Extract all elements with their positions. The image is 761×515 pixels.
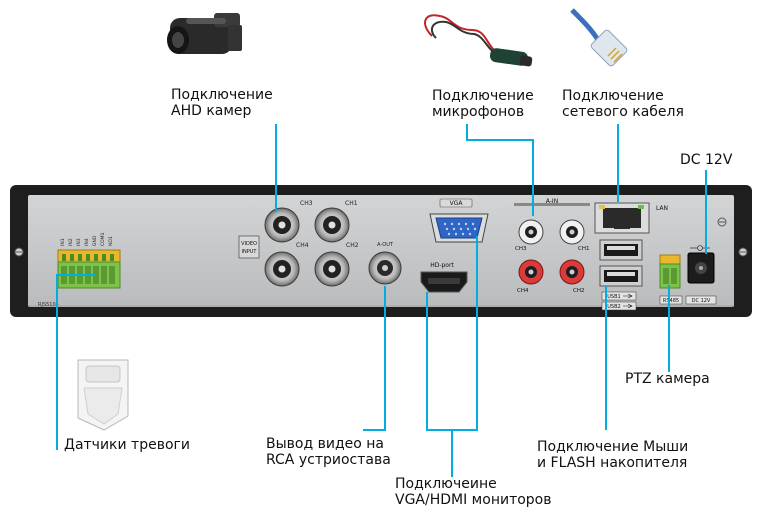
- alarm-pin-label: IN2: [68, 238, 74, 246]
- callout-ptz-line-1: PTZ камера: [625, 371, 710, 387]
- dc-panel-label: DC 12V: [692, 298, 711, 304]
- callout-ahd-line-2: AHD камер: [171, 103, 252, 119]
- screw-icon: [738, 247, 748, 257]
- vga-label: VGA: [450, 200, 464, 207]
- callout-vga-hdmi-monitors: Подключеине VGA/HDMI мониторов: [395, 476, 552, 508]
- callout-mic-line-1: Подключение: [432, 88, 534, 104]
- hd-port-label: HD-port: [430, 262, 454, 269]
- motion-sensor-icon: [77, 359, 129, 431]
- model-label: RJS5104: [38, 302, 59, 308]
- usb-icon: [623, 293, 633, 299]
- callout-dc-line-1: DC 12V: [680, 152, 733, 168]
- callout-rca-line-1: Вывод видео на: [266, 436, 384, 452]
- usb2-label: USB2: [607, 304, 620, 310]
- vga-port[interactable]: [429, 198, 489, 243]
- callout-alarm-sensors: Датчики тревоги: [64, 437, 190, 453]
- usb-port-2[interactable]: [599, 265, 643, 287]
- rs485-terminal[interactable]: [659, 254, 681, 289]
- alarm-pin-label: COM1: [100, 232, 106, 246]
- alarm-pin-label: GND: [92, 235, 98, 246]
- alarm-pin-label: IN4: [84, 238, 90, 246]
- callout-usb-line-1: Подключение Мыши: [537, 439, 689, 455]
- callout-rca-output: Вывод видео на RCA устриостава: [266, 436, 391, 468]
- bnc-connector-ch4[interactable]: [264, 251, 300, 287]
- video-input-label: VIDEO INPUT: [238, 235, 260, 259]
- alarm-pin-label: IN3: [76, 238, 82, 246]
- a-in-label: A-IN: [546, 198, 558, 205]
- audio-input-ch4-jack[interactable]: [518, 259, 544, 285]
- bnc-connector-ch1[interactable]: [314, 207, 350, 243]
- network-cable-icon: [570, 8, 628, 67]
- ch3-label: CH3: [300, 200, 313, 207]
- bnc-connector-ch2[interactable]: [314, 251, 350, 287]
- callout-ptz-camera: PTZ камера: [625, 371, 710, 387]
- audio-input-ch1-jack[interactable]: [559, 219, 585, 245]
- audio-input-ch2-jack[interactable]: [559, 259, 585, 285]
- microphone-icon: [424, 14, 533, 67]
- callout-mic-line-2: микрофонов: [432, 104, 525, 120]
- screw-icon: [14, 247, 24, 257]
- camera-icon: [167, 13, 242, 54]
- callout-ahd-line-1: Подключение: [171, 87, 273, 103]
- lan-port[interactable]: [594, 202, 650, 234]
- alarm-pin-label: IN1: [60, 238, 66, 246]
- usb-port-1[interactable]: [599, 239, 643, 261]
- audio-ch1-label: CH1: [578, 246, 589, 252]
- audio-ch2-label: CH2: [573, 288, 584, 294]
- alarm-pin-label: NO1: [108, 236, 114, 246]
- hdmi-port[interactable]: [420, 271, 468, 293]
- rs485-label: RS485: [663, 298, 679, 304]
- callout-network-cable: Подключение сетевого кабеля: [562, 88, 684, 120]
- callout-monitors-line-2: VGA/HDMI мониторов: [395, 492, 552, 508]
- callout-dc-12v: DC 12V: [680, 152, 732, 168]
- callout-usb-line-2: и FLASH накопителя: [537, 455, 688, 471]
- dc-power-jack[interactable]: [687, 252, 715, 284]
- callout-microphones: Подключение микрофонов: [432, 88, 534, 120]
- alarm-terminal-block: [57, 249, 121, 289]
- audio-ch4-label: CH4: [517, 288, 529, 294]
- lan-label: LAN: [656, 205, 668, 212]
- svg-text:INPUT: INPUT: [242, 249, 258, 255]
- callout-ahd-cameras: Подключение AHD камер: [171, 87, 273, 119]
- callout-mouse-flash: Подключение Мыши и FLASH накопителя: [537, 439, 688, 471]
- callout-rca-line-2: RCA устриостава: [266, 452, 391, 468]
- callout-lan-line-2: сетевого кабеля: [562, 104, 684, 120]
- audio-input-ch3-jack[interactable]: [518, 219, 544, 245]
- screw-icon: [717, 217, 727, 227]
- ch1-label: CH1: [345, 200, 358, 207]
- rca-video-output-connector[interactable]: [368, 251, 402, 285]
- callout-lan-line-1: Подключение: [562, 88, 664, 104]
- bnc-connector-ch3[interactable]: [264, 207, 300, 243]
- svg-text:VIDEO: VIDEO: [241, 241, 257, 247]
- ch2-label: CH2: [346, 242, 359, 249]
- ch4-label: CH4: [296, 242, 309, 249]
- usb1-label: USB1: [607, 294, 620, 300]
- usb-icon: [623, 303, 633, 309]
- a-out-label: A-OUT: [377, 242, 394, 248]
- callout-monitors-line-1: Подключеине: [395, 476, 497, 492]
- callout-alarm-line-1: Датчики тревоги: [64, 437, 190, 453]
- audio-ch3-label: CH3: [515, 246, 527, 252]
- dvr-body: [10, 185, 752, 317]
- leader-lines: [56, 124, 707, 477]
